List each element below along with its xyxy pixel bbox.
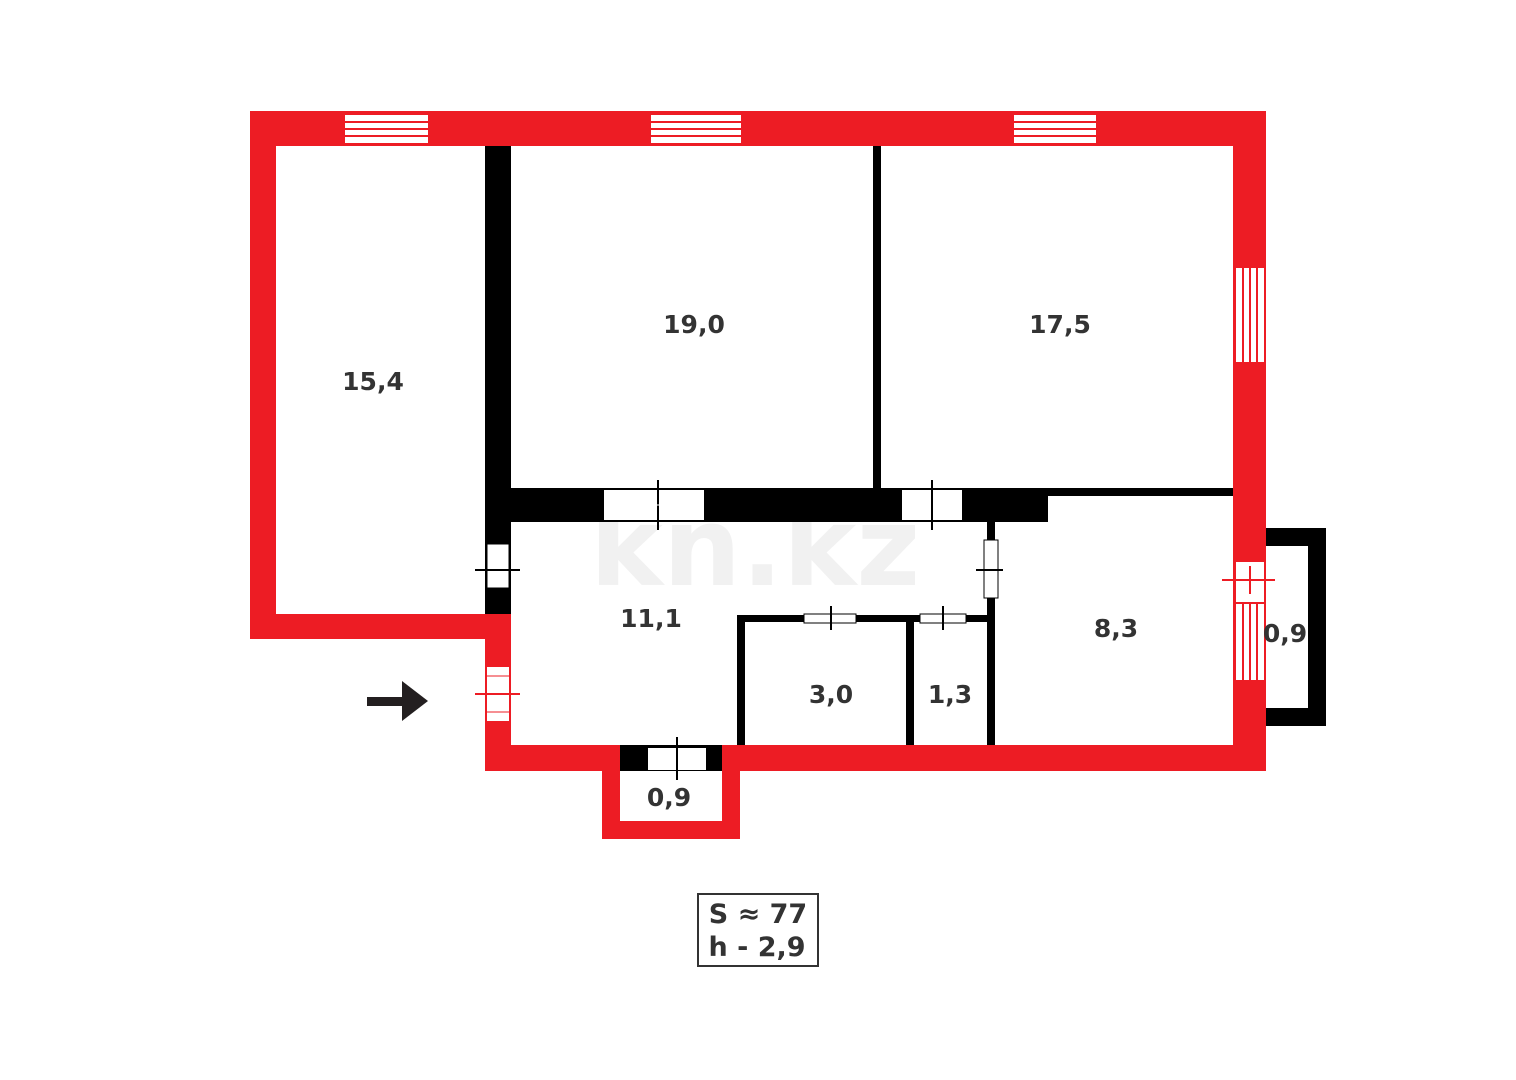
arrow-right-icon <box>367 681 428 721</box>
total-area: S ≈ 77 <box>709 899 807 930</box>
wall-left-bottom <box>250 614 511 639</box>
room-label-hall: 11,1 <box>620 604 682 633</box>
interior-walls <box>485 145 1233 771</box>
balcony-door-kitchen <box>1222 562 1275 680</box>
window-right-bedroom <box>1236 268 1264 362</box>
storage-wall-bottom <box>602 821 740 839</box>
storage-wall-right <box>722 745 740 839</box>
storage-wall-left <box>602 745 620 839</box>
door-entrance <box>475 667 520 721</box>
wall-left-bedroom-divider <box>485 145 511 615</box>
room-label-top-middle: 19,0 <box>663 310 725 339</box>
wall-bedrooms-divider <box>873 145 881 490</box>
room-label-bathroom: 3,0 <box>809 680 853 709</box>
room-label-kitchen: 8,3 <box>1094 614 1138 643</box>
door-storage <box>648 737 706 780</box>
window-top-right <box>1014 115 1096 143</box>
door-bathroom <box>803 606 857 630</box>
room-label-storage: 0,9 <box>647 783 691 812</box>
balcony-right <box>1262 528 1326 726</box>
wall-left <box>250 111 276 639</box>
wall-wet-top <box>737 615 987 622</box>
room-label-toilet: 1,3 <box>928 680 972 709</box>
door-kitchen <box>976 539 1003 599</box>
balcony-wall-right <box>1308 528 1326 726</box>
room-label-left: 15,4 <box>342 367 404 396</box>
room-label-top-right: 17,5 <box>1029 310 1091 339</box>
door-bedroom-right <box>902 480 962 530</box>
ceiling-height: h - 2,9 <box>708 932 805 963</box>
wall-kitchen-top <box>1048 488 1233 496</box>
exterior-walls <box>250 111 1266 839</box>
room-label-balcony: 0,9 <box>1263 619 1307 648</box>
door-left-bedroom <box>475 543 520 589</box>
balcony-wall-bottom <box>1262 708 1326 726</box>
wall-corridor-thick <box>485 488 1048 522</box>
window-top-middle <box>651 115 741 143</box>
window-top-left <box>345 115 428 143</box>
wall-bottom-left <box>485 745 620 771</box>
wall-bottom-right <box>725 745 1266 771</box>
wall-bath-left <box>737 615 745 747</box>
info-box: S ≈ 77 h - 2,9 <box>697 893 819 967</box>
door-bedroom-middle <box>604 480 704 530</box>
door-toilet <box>919 606 967 630</box>
wall-bath-toilet <box>906 615 914 747</box>
wall-kitchen-left <box>987 522 995 747</box>
